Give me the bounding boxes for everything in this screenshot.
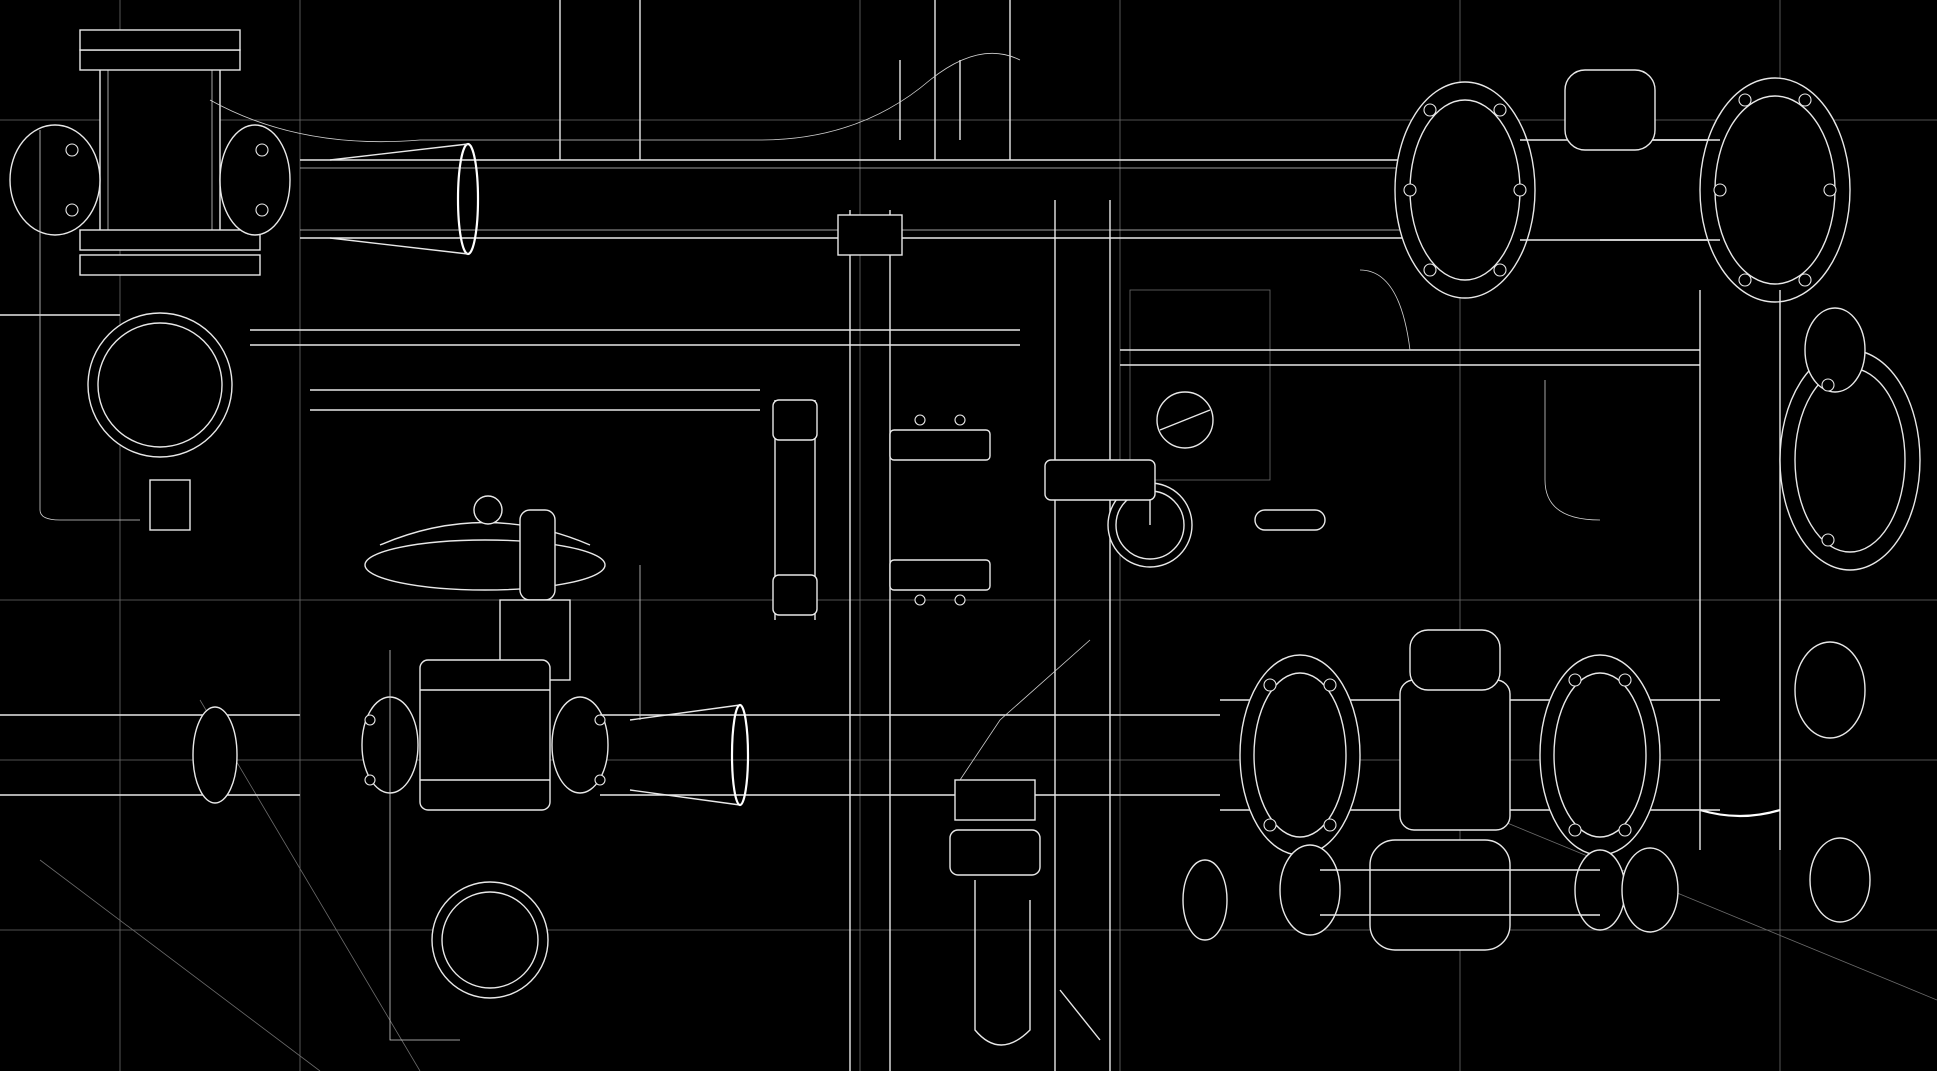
lower-right-flanges <box>1182 629 1679 951</box>
lower-center-valve <box>949 779 1101 1046</box>
upper-main-pipe <box>300 139 1800 256</box>
middle-lines <box>0 314 1700 411</box>
gauges <box>889 391 1326 591</box>
top-left-valve <box>9 29 291 531</box>
tubing <box>39 52 1601 1041</box>
flange-bolts <box>65 93 1837 837</box>
upper-right-flanges <box>1394 69 1921 923</box>
center-vertical-pipes <box>559 0 1111 1071</box>
pressure-regulator <box>361 495 609 999</box>
